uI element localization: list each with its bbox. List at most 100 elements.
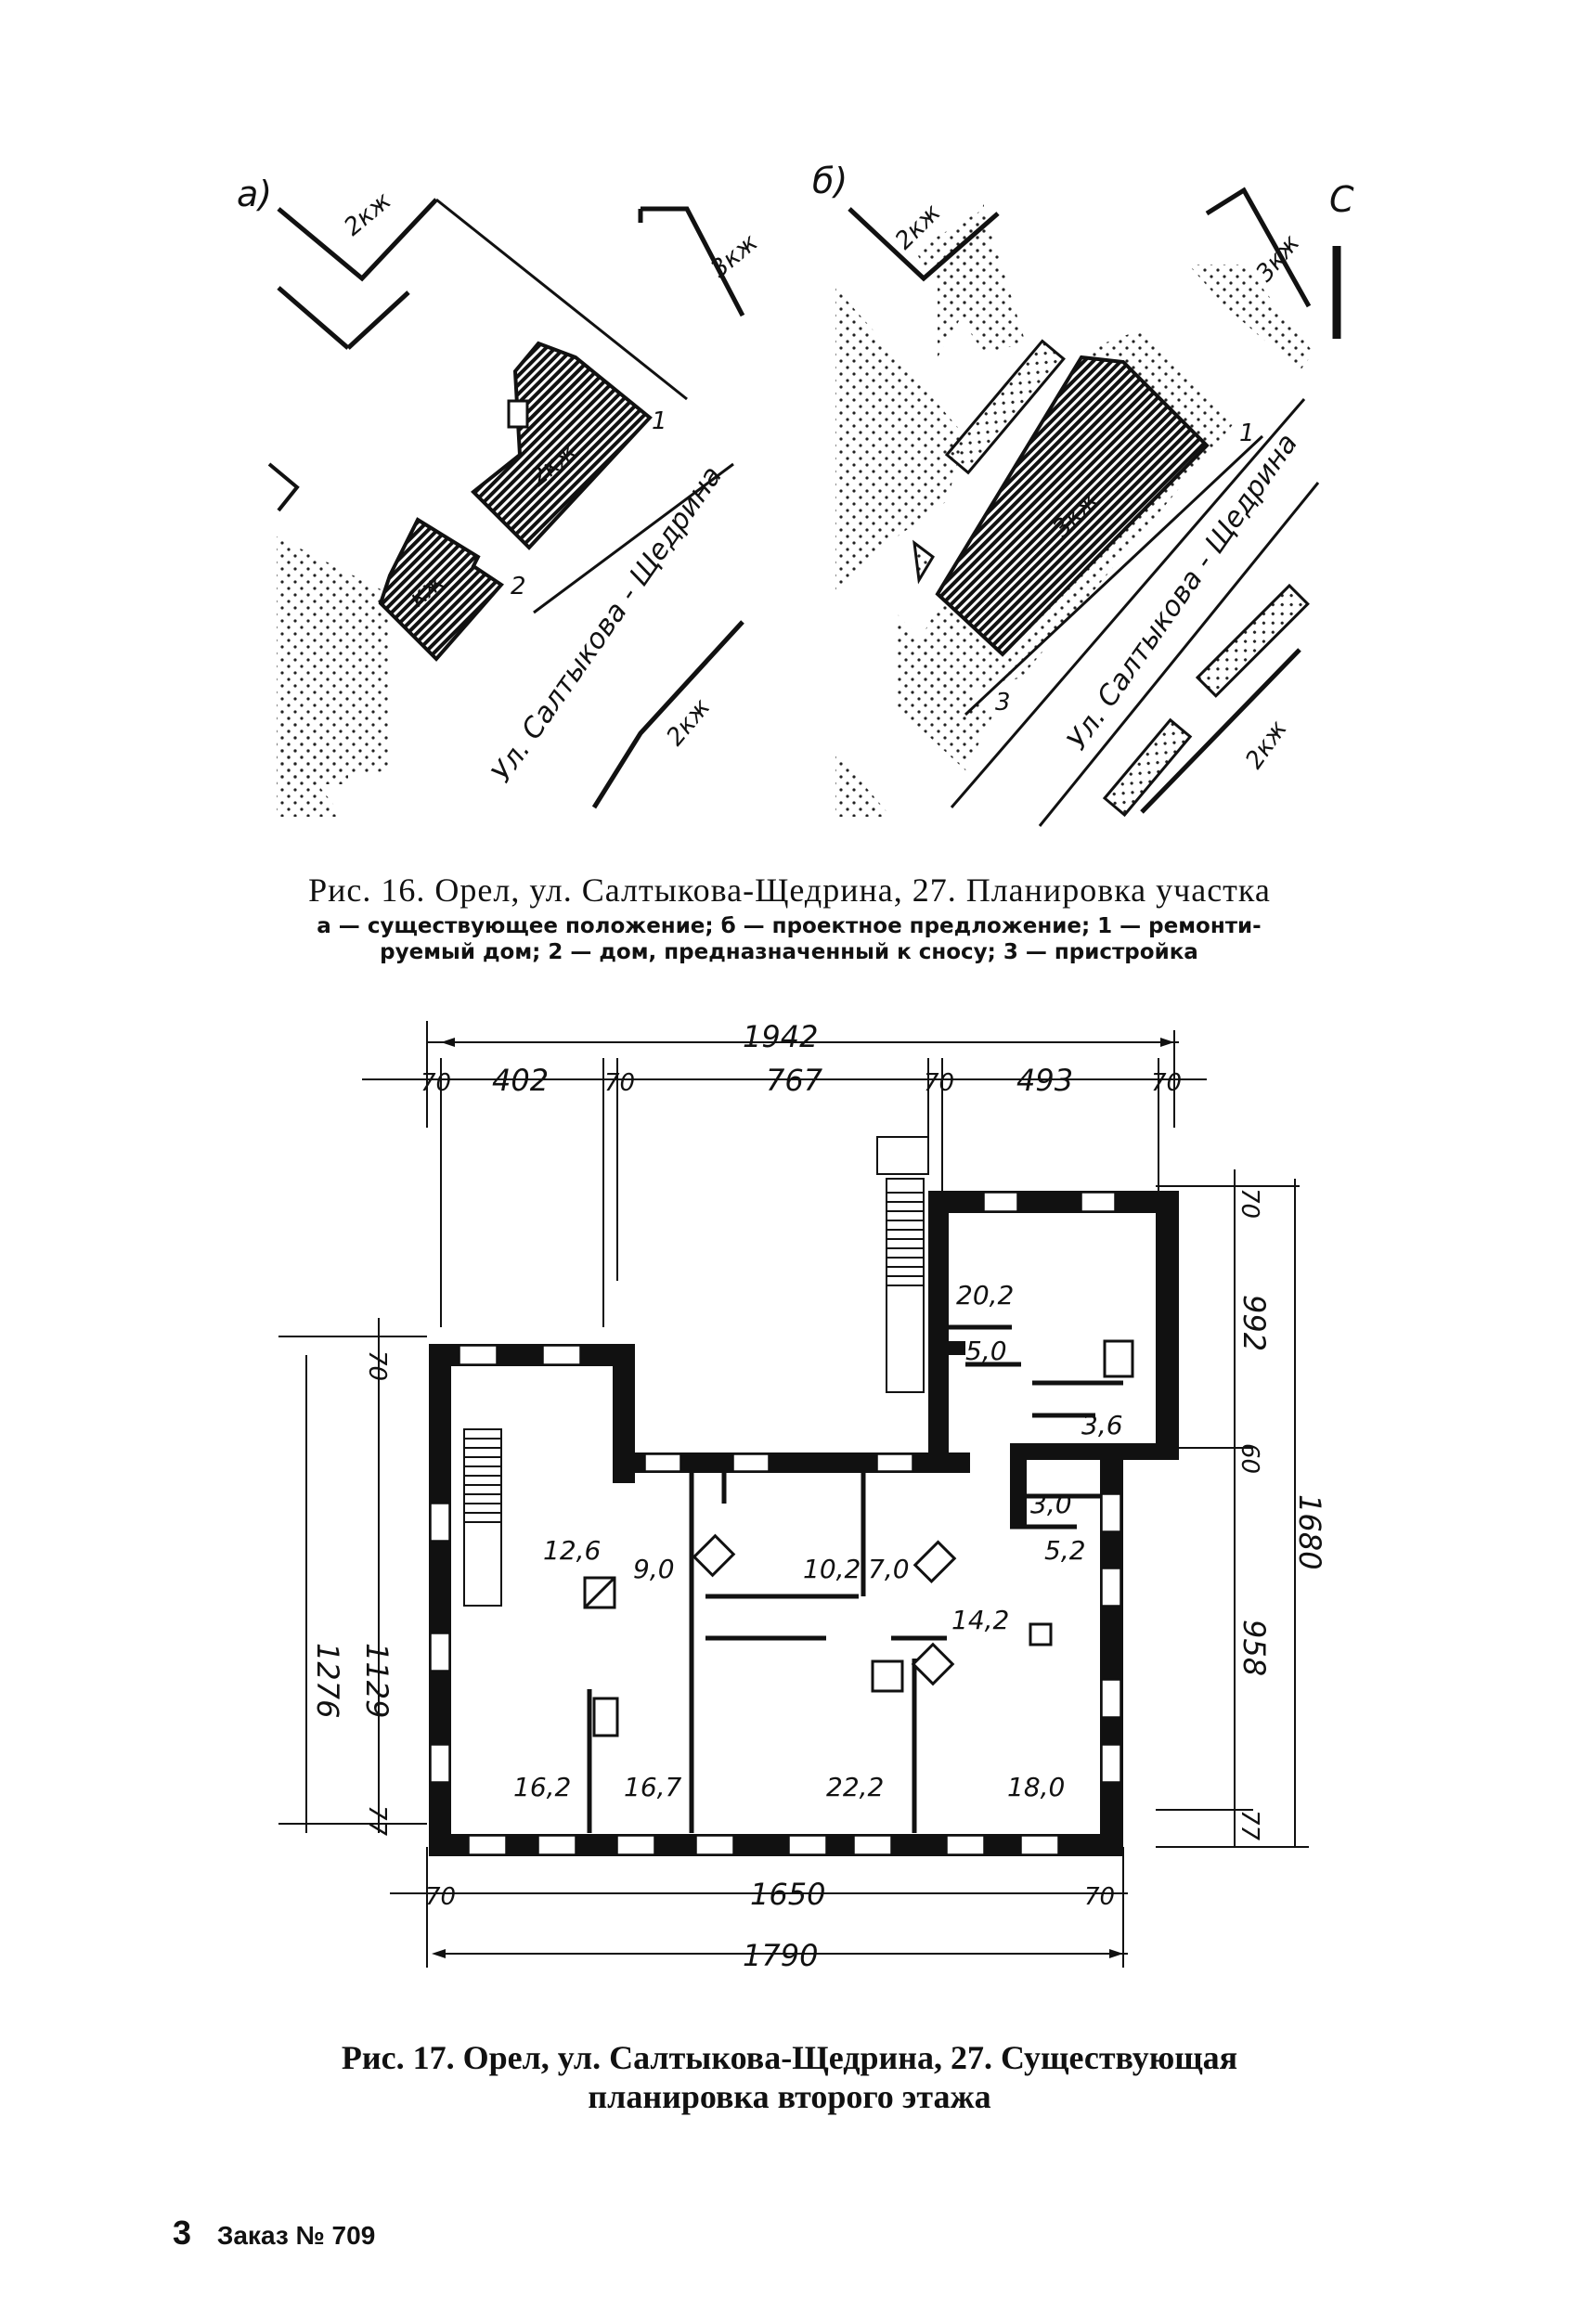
stoves: [583, 1339, 1134, 1737]
north-marker: С: [1329, 179, 1354, 220]
order-number: Заказ № 709: [216, 2221, 376, 2250]
dim-wall: 70: [425, 1883, 456, 1911]
room-area: 7,0: [868, 1554, 910, 1584]
fig16-panel-a: а) 2кж 3кж 2кж кж 2кж 1 2 Ул. Салтыкова …: [237, 174, 764, 817]
staircase-right: [876, 1136, 929, 1393]
room-area: 3,0: [1030, 1489, 1072, 1519]
building-label: 3кж: [1250, 229, 1305, 287]
page-footer: 3 Заказ № 709: [173, 2214, 375, 2253]
street-line: [435, 198, 688, 401]
dimensions: [278, 1021, 1309, 1968]
dim-total-bottom: 1790: [743, 1938, 818, 1973]
caption-line: Рис. 17. Орел, ул. Салтыкова-Щедрина, 27…: [341, 2039, 1238, 2076]
room-area: 10,2: [803, 1554, 861, 1584]
building-repaired: [935, 355, 1210, 657]
room-area: 5,0: [965, 1336, 1007, 1366]
dimension-labels: 1942 70 402 70 767 70 493 70 70 1650 70 …: [310, 1019, 1327, 1973]
legend-line: а — существующее положение; б — проектно…: [317, 914, 1262, 938]
marker: 2: [511, 573, 526, 600]
room-labels: 20,2 5,0 3,6 3,0 5,2 12,6 9,0 10,2 7,0 1…: [513, 1280, 1123, 1802]
dim-span: 402: [492, 1063, 549, 1098]
dotted-area: [835, 752, 891, 817]
marker: 1: [652, 407, 667, 435]
windows: [430, 1192, 1121, 1855]
fig17-caption: Рис. 17. Орел, ул. Салтыкова-Щедрина, 27…: [0, 2038, 1579, 2116]
fig16-panel-b: б) 2кж 3кж 3кж 2кж 3 1 С Ул. Салтыкова -…: [812, 161, 1354, 827]
dim-span: 493: [1016, 1063, 1073, 1098]
dim-span: 767: [766, 1063, 823, 1098]
building-to-demolish: [378, 517, 505, 662]
street-line: [964, 434, 1264, 717]
marker: 1: [1239, 420, 1255, 447]
room-area: 20,2: [956, 1280, 1014, 1310]
building-label: 3кж: [705, 228, 763, 283]
building-outline: [277, 286, 350, 350]
dim-wall: 70: [1236, 1188, 1263, 1219]
dotted-block: [944, 339, 1066, 475]
building-outline: [848, 207, 1000, 282]
dim-inner-left: 1129: [359, 1643, 395, 1718]
page-number: 3: [173, 2214, 192, 2252]
dotted-block: [1195, 583, 1310, 698]
room-area: 3,6: [1081, 1410, 1123, 1440]
street-line: [533, 462, 734, 614]
dim-wall: 70: [363, 1350, 391, 1381]
marker: 3: [995, 689, 1011, 717]
room-area: 18,0: [1007, 1772, 1065, 1802]
room-area: 5,2: [1044, 1535, 1086, 1566]
dim-arrows: [432, 1038, 1174, 1958]
dotted-block: [1102, 717, 1193, 818]
dim-span: 958: [1236, 1620, 1272, 1676]
dim-wall: 60: [1236, 1443, 1263, 1474]
building-label: 2кж: [1240, 716, 1293, 774]
panel-a-label: а): [237, 174, 272, 214]
caption-line: планировка второго этажа: [588, 2078, 991, 2115]
building-outline: [591, 620, 744, 809]
building-outline: [641, 206, 745, 317]
dim-wall: 77: [363, 1805, 391, 1837]
dotted-area: [835, 288, 965, 594]
room-area: 22,2: [826, 1772, 884, 1802]
building-outline: [1140, 648, 1301, 814]
dim-span: 992: [1236, 1295, 1272, 1351]
building-repaired: [471, 341, 653, 550]
building-outline: [267, 462, 300, 512]
partitions: [587, 1324, 1123, 1833]
staircase-left: [463, 1428, 502, 1607]
dotted-area: [896, 613, 993, 770]
dim-wall: 70: [1084, 1883, 1115, 1911]
room-area: 12,6: [543, 1535, 601, 1566]
small-triangle: [912, 539, 935, 585]
fig16-legend: а — существующее положение; б — проектно…: [278, 913, 1300, 965]
dotted-area: [938, 204, 984, 357]
dim-wall: 70: [421, 1069, 451, 1097]
dim-total-top: 1942: [743, 1019, 818, 1054]
room-area: 16,2: [513, 1772, 571, 1802]
dim-wall: 70: [604, 1069, 635, 1097]
building-outline: [1205, 187, 1312, 308]
room-area: 16,7: [624, 1772, 682, 1802]
street-line: [346, 290, 410, 350]
dim-total-right: 1680: [1292, 1494, 1327, 1569]
building-label: 2кж: [339, 187, 396, 241]
room-area: 9,0: [633, 1554, 675, 1584]
dim-wall: 77: [1236, 1810, 1263, 1841]
dotted-area: [277, 733, 343, 817]
dim-wall: 70: [1151, 1069, 1182, 1097]
dotted-area: [277, 536, 390, 784]
room-area: 14,2: [951, 1605, 1009, 1635]
building-notch: [507, 399, 529, 429]
street-line: [1038, 482, 1320, 827]
fig17-floor-plan: [278, 1021, 1309, 1968]
legend-line: руемый дом; 2 — дом, предназначенный к с…: [380, 940, 1198, 964]
dim-wall: 70: [924, 1069, 954, 1097]
walls: [429, 1191, 1179, 1856]
building-outline: [277, 198, 438, 282]
dim-outer-left: 1276: [310, 1643, 345, 1718]
fig16-caption: Рис. 16. Орел, ул. Салтыкова-Щедрина, 27…: [308, 872, 1271, 909]
dim-span: 1650: [750, 1877, 825, 1912]
panel-b-label: б): [812, 161, 848, 201]
street-line: [950, 398, 1306, 808]
dotted-area: [1188, 265, 1314, 371]
